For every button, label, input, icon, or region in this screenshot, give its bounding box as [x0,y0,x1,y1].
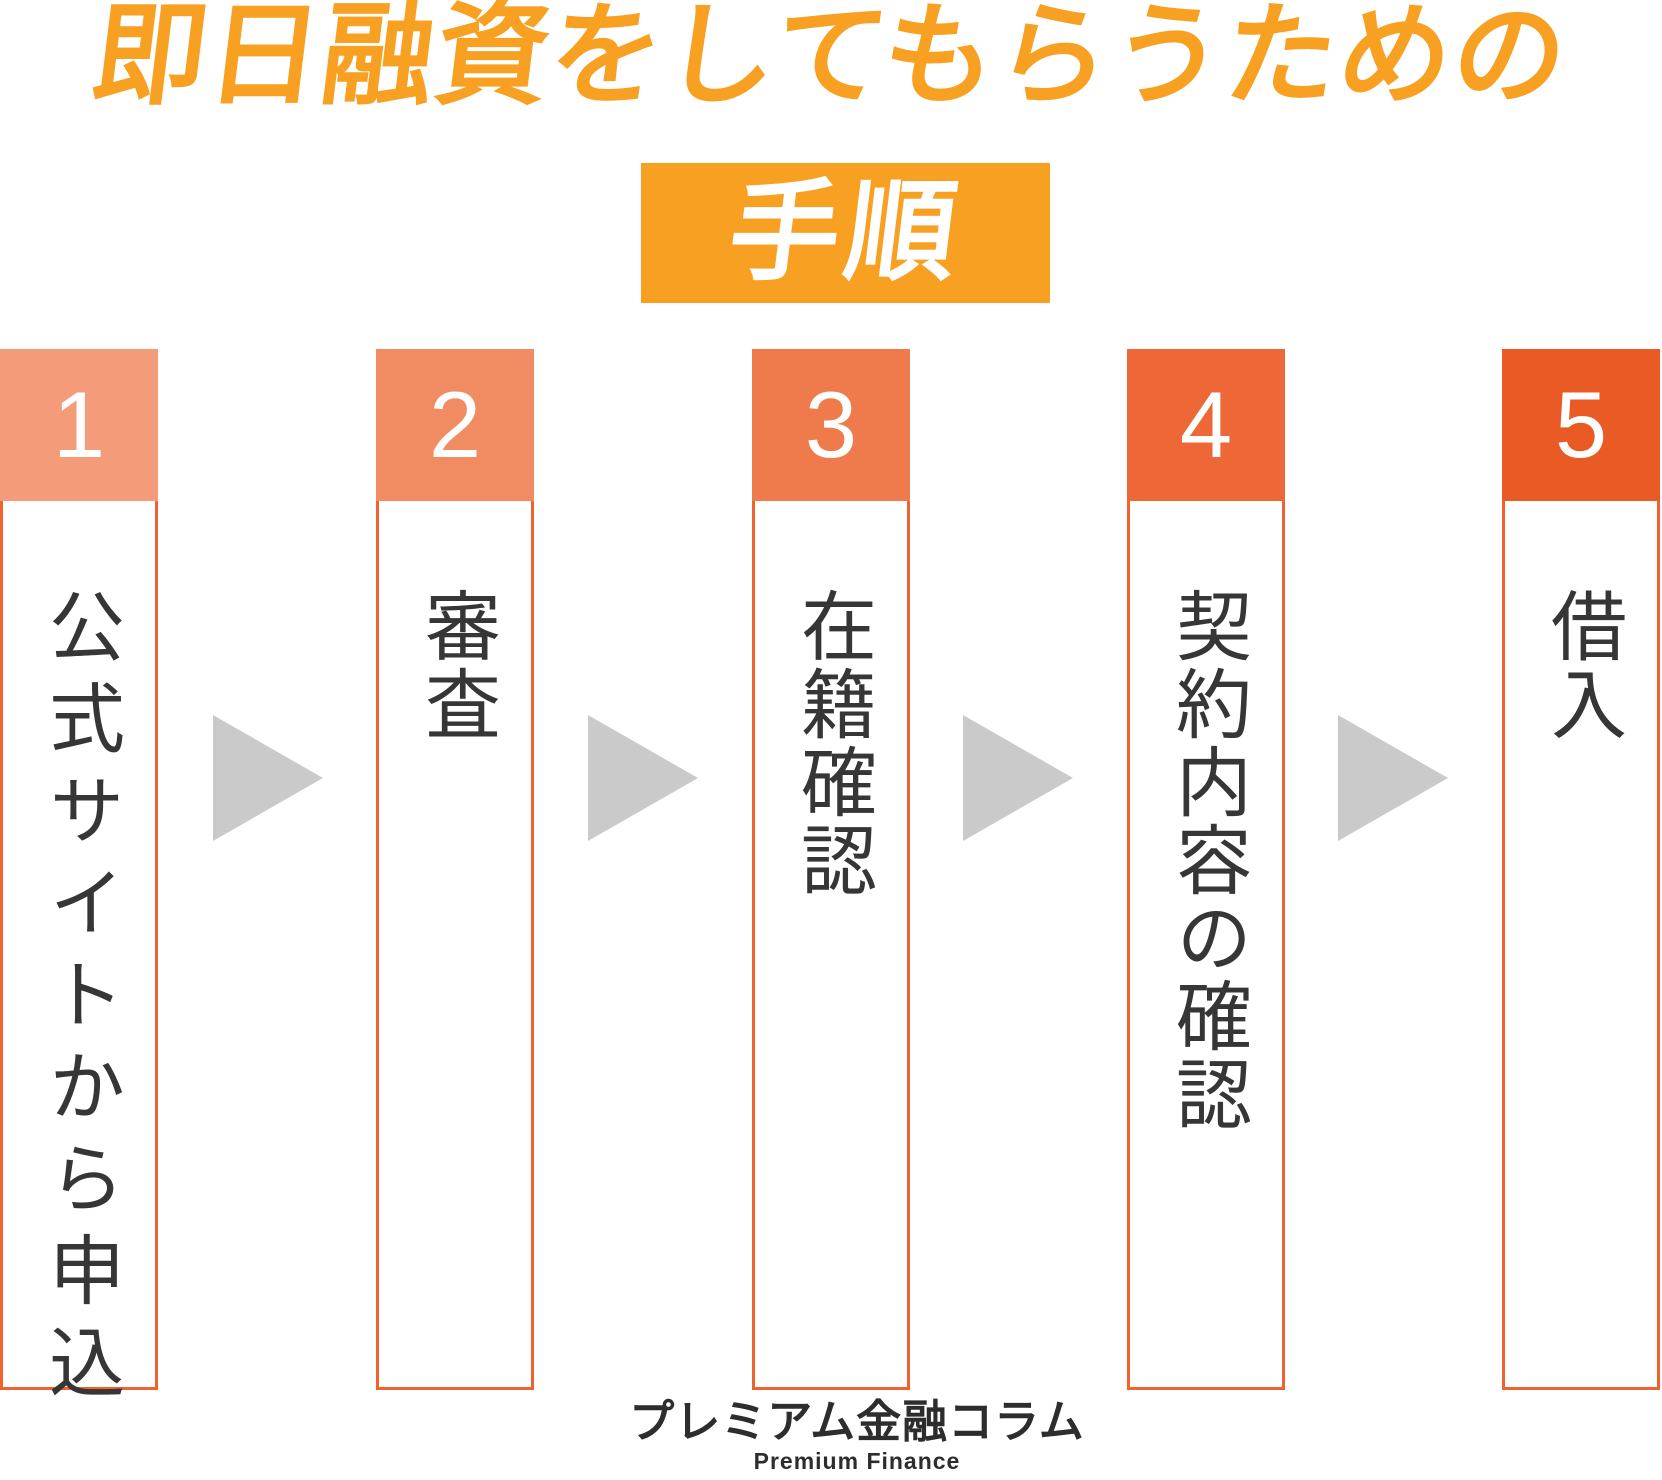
step-2-number: 2 [428,372,482,477]
step-4-number: 4 [1179,372,1233,477]
arrow-right-icon [963,715,1073,841]
arrow-right-icon [1338,715,1448,841]
step-3-body: 在籍確認 [755,501,907,1387]
step-3-label: 在籍確認 [789,587,874,899]
step-2-label: 審査 [413,587,498,743]
step-1-label: 公式サイトから申込 [37,587,122,1415]
step-column-1: 1 公式サイトから申込 [0,349,158,1415]
step-column-3: 3 在籍確認 [752,349,910,1390]
step-column-2: 2 審査 [376,349,534,1390]
arrow-right-icon [213,715,323,841]
step-3-number: 3 [804,372,858,477]
subtitle-label: 手順 [722,171,970,294]
step-5-number: 5 [1554,372,1608,477]
arrow-right-icon [588,715,698,841]
step-5-body: 借入 [1505,501,1657,1387]
step-column-4: 4 契約内容の確認 [1127,349,1285,1390]
step-2-body: 審査 [379,501,531,1387]
brand-logo-text: プレミアム金融コラム [629,1396,1085,1447]
step-1-body: 公式サイトから申込 [3,501,155,1415]
step-column-5: 5 借入 [1502,349,1660,1390]
step-5-header: 5 [1502,349,1660,501]
subtitle-box: 手順 [641,163,1050,303]
brand-footer: プレミアム金融コラム Premium Finance [26,1396,1662,1475]
step-2-header: 2 [376,349,534,501]
step-5-label: 借入 [1539,587,1624,743]
step-4-header: 4 [1127,349,1285,501]
step-3-header: 3 [752,349,910,501]
brand-logo-subtext: Premium Finance [753,1447,961,1474]
page-title: 即日融資をしてもらうための [86,0,1576,118]
step-1-header: 1 [0,349,158,501]
step-4-body: 契約内容の確認 [1130,501,1282,1387]
step-4-label: 契約内容の確認 [1164,587,1249,1133]
step-1-number: 1 [52,372,106,477]
